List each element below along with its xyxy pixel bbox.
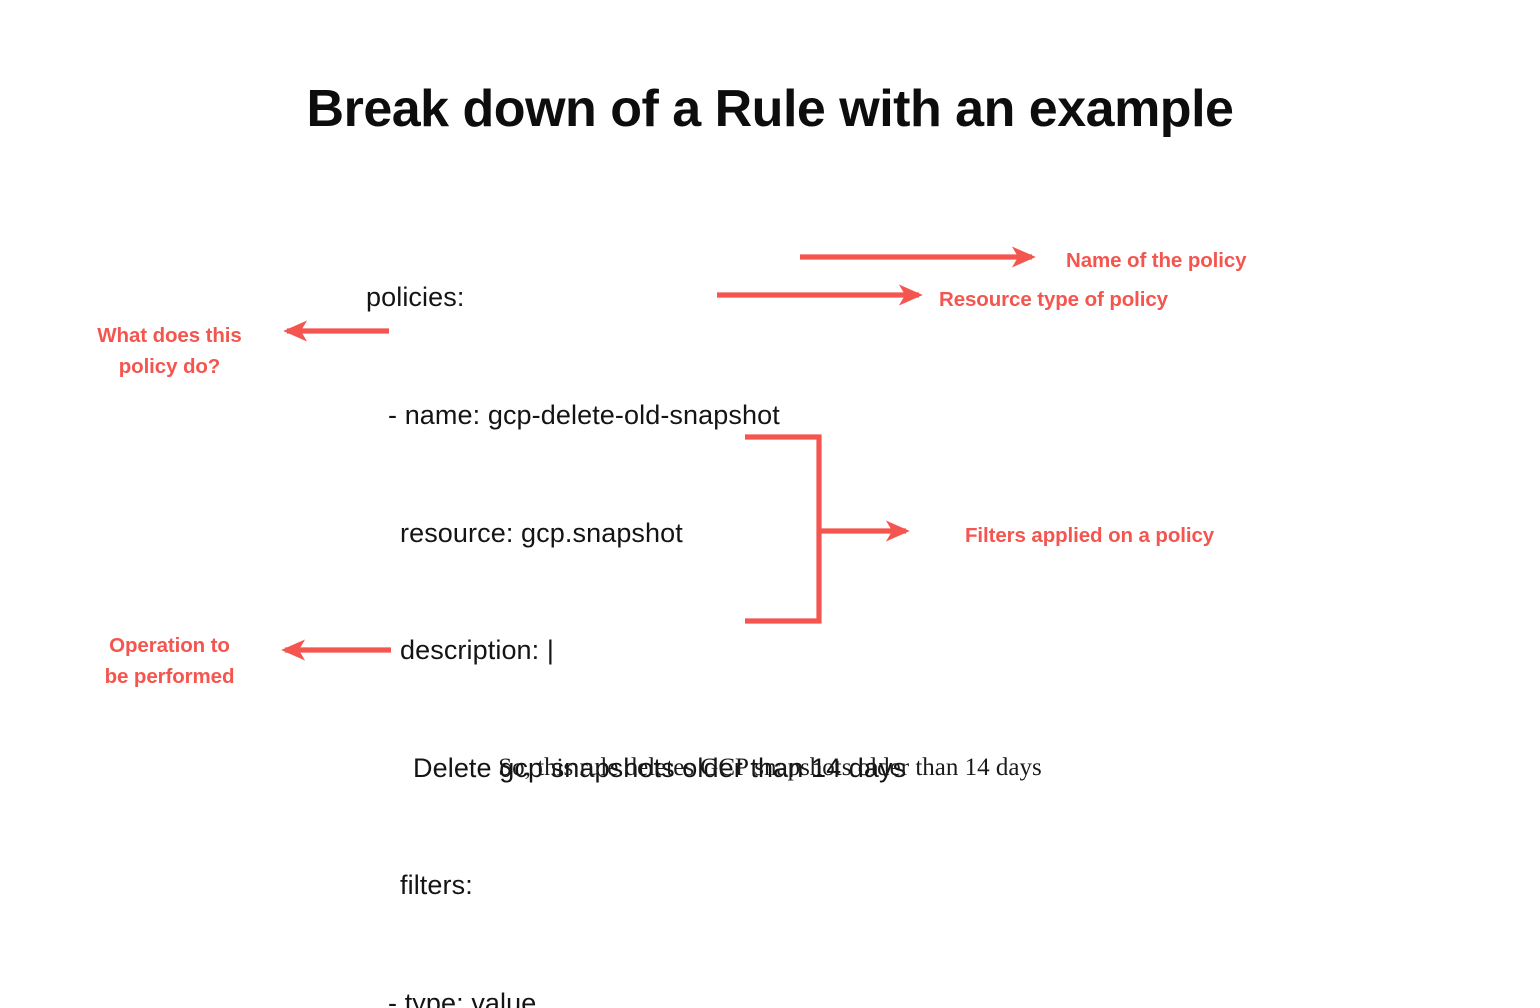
annotation-resource-type: Resource type of policy — [939, 288, 1168, 311]
yaml-line-filter-type: - type: value — [388, 987, 537, 1008]
yaml-line-name: - name: gcp-delete-old-snapshot — [388, 400, 780, 430]
summary-caption: So, this rule deletes GCP snapshots olde… — [498, 754, 1042, 781]
annotation-what-does-policy-do: What does this policy do? — [97, 324, 242, 378]
annotation-operation-performed: Operation to be performed — [104, 634, 235, 688]
yaml-line-resource: resource: gcp.snapshot — [400, 517, 683, 548]
yaml-line-filters: filters: — [400, 870, 473, 901]
annotation-filters-applied: Filters applied on a policy — [965, 524, 1215, 547]
yaml-policy-block: policies: - name: gcp-delete-old-snapsho… — [366, 200, 906, 1008]
yaml-line-description: description: | — [400, 635, 554, 666]
yaml-line-description-body: Delete gcp snapshots older than 14 days — [413, 752, 907, 783]
annotation-name-of-policy: Name of the policy — [1066, 249, 1247, 272]
page-title: Break down of a Rule with an example — [306, 80, 1234, 138]
yaml-line-policies: policies: — [366, 282, 465, 313]
